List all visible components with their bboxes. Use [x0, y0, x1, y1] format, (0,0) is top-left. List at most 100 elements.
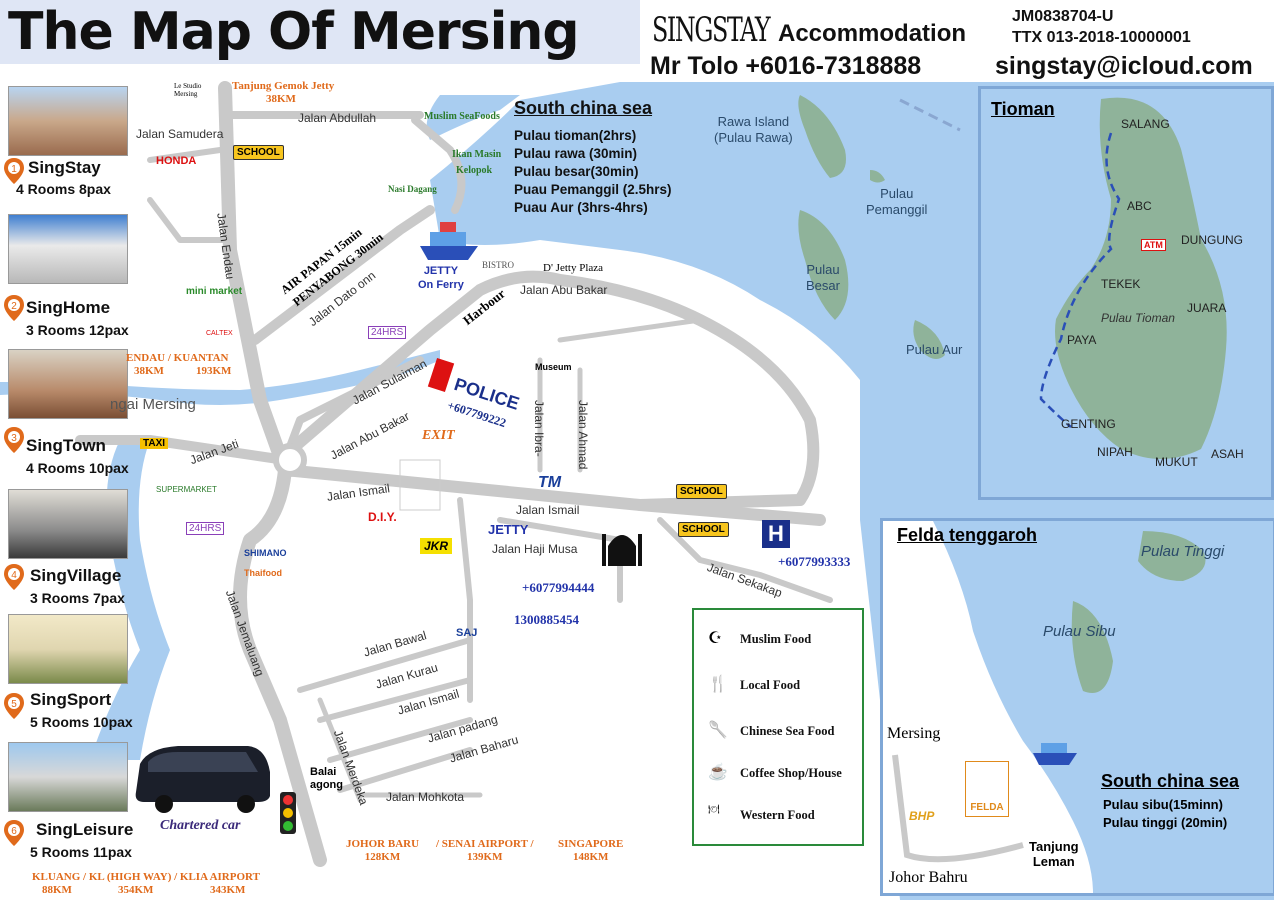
town-label: JUARA — [1187, 301, 1227, 315]
fire-station-phone: +6077994444 — [522, 580, 595, 595]
hospital-icon: H — [762, 520, 790, 548]
page-title: The Map Of Mersing — [8, 2, 580, 62]
svg-text:2: 2 — [11, 301, 17, 312]
svg-text:3: 3 — [11, 433, 17, 444]
caltex-label: CALTEX — [206, 330, 233, 337]
24hrs-badge: 24HRS — [186, 522, 225, 535]
taxi-badge: TAXI — [140, 438, 169, 449]
property-name[interactable]: SingStay — [28, 158, 101, 177]
singtown-photo[interactable] — [8, 349, 128, 419]
singhome-photo[interactable] — [8, 214, 128, 284]
brand-subtitle: Accommodation — [778, 20, 967, 47]
soup-spoon-icon: 🥄 — [708, 722, 728, 739]
le-studio-label: Le Studio Mersing — [174, 82, 202, 98]
town-label: TEKEK — [1101, 277, 1141, 291]
school-badge: SCHOOL — [233, 145, 284, 160]
brand-logo: SINGSTAY — [652, 10, 771, 50]
singleisure-photo[interactable] — [8, 742, 128, 812]
island-label-pemanggil: Pulau Pemanggil — [866, 186, 928, 217]
town-label: MUKUT — [1155, 455, 1198, 469]
kl-km: 354KM — [118, 884, 154, 896]
tanjung-gemok-km: 38KM — [266, 93, 296, 105]
exit-label: EXIT — [422, 428, 455, 443]
bistro-icon: 🍽 — [708, 804, 720, 814]
town-label: GENTING — [1061, 417, 1116, 431]
property-name[interactable]: SingHome — [26, 298, 111, 317]
fork-knife-icon: 🍴 — [708, 676, 728, 693]
felda-sea-title: South china sea — [1101, 771, 1240, 791]
property-rooms: 4 Rooms 10pax — [26, 460, 129, 476]
town-label: ABC — [1127, 199, 1152, 213]
bhp-logo: BHP — [909, 809, 935, 823]
island-label-rawa: Rawa Island (Pulau Rawa) — [714, 114, 793, 145]
property-name[interactable]: SingVillage — [30, 566, 122, 585]
legend-item: Coffee Shop/House — [740, 766, 842, 780]
jetty-on-ferry-label[interactable]: JETTY On Ferry — [418, 265, 464, 291]
property-rooms: 4 Rooms 8pax — [16, 181, 111, 197]
jetty-label[interactable]: JETTY — [488, 522, 529, 537]
road-jalan-ahmad: Jalan Ahmad — [576, 400, 590, 470]
ttx-number: TTX 013-2018-10000001 — [1012, 29, 1191, 46]
muslim-seafoods-label: Muslim SeaFoods — [424, 111, 500, 122]
mersing-label: Mersing — [887, 725, 941, 742]
property-name[interactable]: SingSport — [30, 690, 112, 709]
saj-phone: 1300885454 — [514, 612, 579, 627]
kluang-kl-label: KLUANG / KL (HIGH WAY) / KLIA AIRPORT — [32, 871, 260, 883]
map-pin-icon: 2 — [4, 295, 24, 321]
pulau-tinggi-island — [1138, 531, 1206, 581]
property-rooms: 5 Rooms 10pax — [30, 714, 133, 730]
singsport-photo[interactable] — [8, 614, 128, 684]
honda-label: HONDA — [156, 155, 197, 167]
town-label: DUNGUNG — [1181, 233, 1243, 247]
d-jetty-plaza-label: D' Jetty Plaza — [543, 262, 604, 274]
property-rooms: 3 Rooms 12pax — [26, 322, 129, 338]
ferry-icon — [1033, 743, 1077, 765]
map-pin-icon: 1 — [4, 158, 24, 184]
coffee-cup-icon: ☕ — [708, 764, 728, 781]
legend-item: Chinese Sea Food — [740, 724, 835, 738]
tioman-island — [1055, 97, 1227, 460]
mosque-icon — [602, 534, 642, 566]
van-icon — [135, 746, 270, 813]
felda-map — [883, 521, 1273, 893]
pemanggil-island — [870, 170, 885, 183]
road-jalan-ibrahim: Jalan Ibra- — [532, 400, 546, 457]
registration-info: JM0838704-U TTX 013-2018-10000001 — [1012, 6, 1191, 48]
felda-inset[interactable]: Felda tenggaroh Pulau Tinggi Pulau Sibu … — [880, 518, 1274, 896]
property-rooms: 3 Rooms 7pax — [30, 590, 125, 606]
felda-ferry-line: Pulau tinggi (20min) — [1103, 815, 1228, 830]
felda-ferry-line: Pulau sibu(15minn) — [1103, 797, 1223, 812]
road-jalan-abu-bakar-north: Jalan Abu Bakar — [520, 283, 608, 297]
felda-logo: FELDA — [965, 761, 1009, 817]
map-pin-icon: 6 — [4, 820, 24, 846]
kluang-km: 88KM — [42, 884, 72, 896]
chartered-car-label: Chartered car — [160, 818, 241, 833]
ferry-time-line: Pulau besar(30min) — [514, 164, 639, 179]
ikan-masin-label: Ikan Masin — [452, 149, 502, 160]
school-badge: SCHOOL — [678, 522, 729, 537]
ferry-time-line: Puau Aur (3hrs-4hrs) — [514, 200, 648, 215]
tioman-map — [981, 89, 1271, 497]
contact-email: singstay@icloud.com — [995, 52, 1253, 80]
minimarket-label: mini market — [186, 286, 243, 297]
felda-title: Felda tenggaroh — [897, 525, 1038, 545]
singvillage-photo[interactable] — [8, 489, 128, 559]
tioman-inset[interactable]: Tioman SALANG ABC DUNGUNG TEKEK JUARA PA… — [978, 86, 1274, 500]
singstay-photo[interactable] — [8, 86, 128, 156]
senai-airport-label: / SENAI AIRPORT /139KM — [436, 838, 534, 863]
24hrs-badge: 24HRS — [368, 326, 407, 339]
kelopok-label: Kelopok — [456, 165, 493, 176]
tanjung-leman-label: Tanjung Leman — [1029, 839, 1079, 869]
besar-island — [798, 210, 849, 320]
property-name[interactable]: SingLeisure — [36, 820, 134, 839]
property-name[interactable]: SingTown — [26, 436, 106, 455]
reg-number: JM0838704-U — [1012, 8, 1114, 25]
header-banner — [0, 0, 640, 64]
klia-km: 343KM — [210, 884, 246, 896]
johor-bahru-label: Johor Bahru — [889, 869, 968, 886]
balai-agong-label: Balai agong — [310, 766, 343, 791]
legend-item: Local Food — [740, 678, 801, 692]
school-badge: SCHOOL — [676, 484, 727, 499]
